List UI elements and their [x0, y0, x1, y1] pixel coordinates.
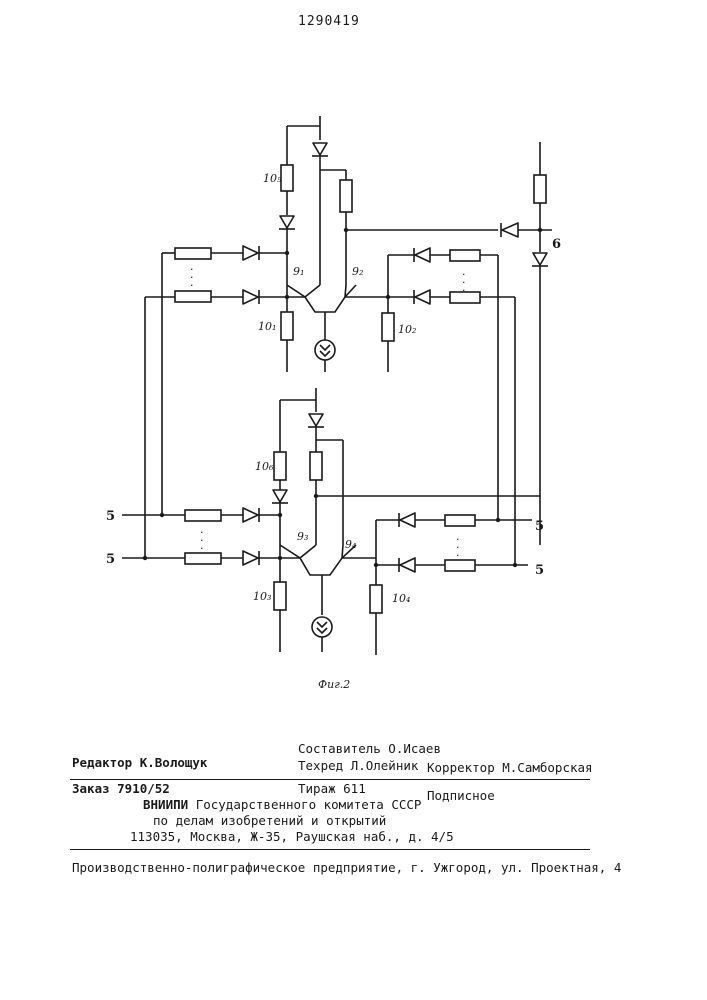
wire — [305, 285, 320, 297]
label-r4: 10₄ — [392, 592, 410, 605]
label-t1: 9₁ — [293, 265, 304, 278]
printer: Производственно-полиграфическое предприя… — [72, 860, 621, 875]
label-t2: 9₂ — [352, 265, 363, 278]
resistor — [340, 180, 352, 212]
compiler: Составитель О.Исаев — [298, 741, 441, 756]
diode — [400, 558, 415, 572]
label-r5: 10₅ — [263, 172, 282, 185]
corrector: Корректор М.Самборская — [427, 760, 593, 775]
address: 113035, Москва, Ж-35, Раушская наб., д. … — [130, 829, 454, 844]
label-r1: 10₁ — [258, 320, 276, 333]
resistor-10-6 — [274, 452, 286, 480]
label-r3: 10₃ — [253, 590, 271, 603]
circuit-diagram: . . . . . . — [0, 0, 707, 700]
resistor-10-4 — [370, 585, 382, 613]
editor: Редактор К.Волощук — [72, 755, 207, 770]
terminal-5-label: 5 — [535, 519, 544, 534]
diode — [313, 143, 327, 155]
institute-name: ВНИИПИ — [143, 797, 188, 812]
diode — [280, 216, 294, 228]
institute-line1: ВНИИПИ Государственного комитета СССР — [143, 797, 421, 812]
resistor-10-3 — [274, 582, 286, 610]
resistor-10-5 — [281, 165, 293, 191]
resistor-array-row — [175, 248, 211, 259]
rule-line — [70, 849, 590, 850]
resistor — [310, 452, 322, 480]
circulation: Тираж 611 — [298, 781, 366, 796]
institute-committee: Государственного комитета СССР — [196, 797, 422, 812]
resistor-10-2 — [382, 313, 394, 341]
junction — [496, 518, 500, 522]
subscription: Подписное — [427, 788, 495, 803]
diode — [415, 290, 430, 304]
terminal-5-label: 5 — [106, 509, 115, 524]
institute-line2: по делам изобретений и открытий — [153, 813, 386, 828]
junction — [278, 513, 282, 517]
order-number: Заказ 7910/52 — [72, 781, 170, 796]
terminal-5-label: 5 — [106, 552, 115, 567]
diode — [415, 248, 430, 262]
terminal-6-label: 6 — [552, 237, 561, 252]
diode — [243, 246, 258, 260]
junction — [538, 228, 542, 232]
wire — [342, 545, 343, 558]
junction — [314, 494, 318, 498]
junction — [160, 513, 164, 517]
label-r6: 10₆ — [255, 460, 274, 473]
junction — [143, 556, 147, 560]
junction — [278, 556, 282, 560]
diode — [533, 253, 547, 265]
junction — [513, 563, 517, 567]
label-t3: 9₃ — [297, 530, 308, 543]
resistor-array-row — [175, 291, 211, 302]
resistor-array-row — [445, 560, 475, 571]
tech-editor: Техред Л.Олейник — [298, 758, 418, 773]
diode — [502, 223, 518, 237]
diode — [243, 551, 258, 565]
diode — [400, 513, 415, 527]
wire — [300, 545, 316, 558]
resistor-10-1 — [281, 312, 293, 340]
wire — [345, 285, 346, 297]
junction — [285, 295, 289, 299]
terminal-5-label: 5 — [535, 563, 544, 578]
label-t4: 9₄ — [345, 538, 356, 551]
label-r2: 10₂ — [398, 323, 416, 336]
resistor-array-row — [185, 553, 221, 564]
resistor — [534, 175, 546, 203]
ellipsis-dot: . — [200, 539, 204, 552]
ellipsis-dot: . — [456, 546, 460, 559]
ellipsis-dot: . — [190, 276, 194, 289]
junction — [285, 251, 289, 255]
junction — [344, 228, 348, 232]
diode — [243, 290, 258, 304]
resistor-array-row — [450, 292, 480, 303]
diode — [243, 508, 258, 522]
diode — [273, 490, 287, 502]
figure-caption: Фиг.2 — [318, 678, 350, 691]
rule-line — [70, 779, 590, 780]
diode — [309, 414, 323, 426]
resistor-array-row — [450, 250, 480, 261]
resistor-array-row — [185, 510, 221, 521]
resistor-array-row — [445, 515, 475, 526]
